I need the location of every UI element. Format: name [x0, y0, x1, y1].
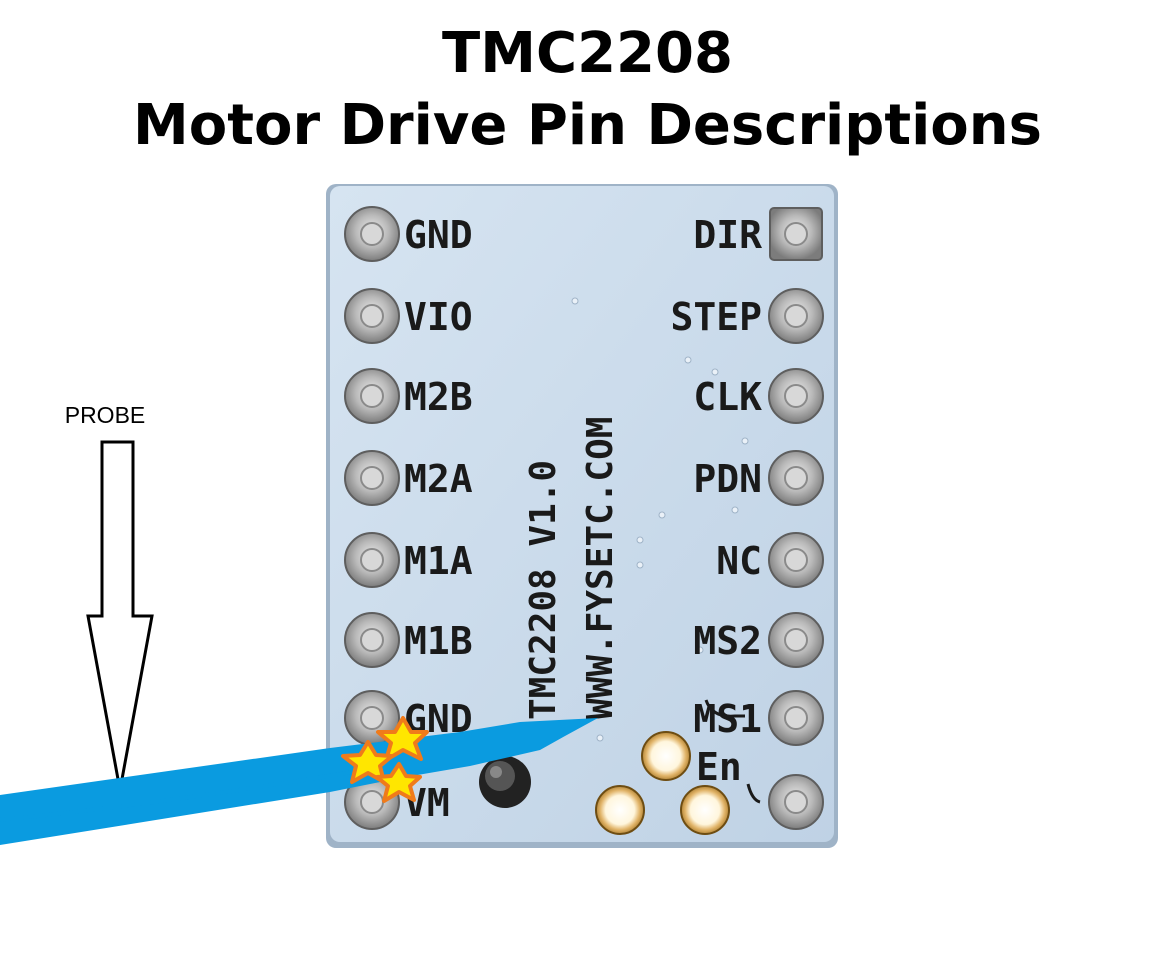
left-pin-hole-3	[360, 466, 384, 490]
right-pin-label-0: DIR	[693, 213, 762, 257]
right-pin-label-5: MS2	[693, 619, 762, 663]
title-line-2: Motor Drive Pin Descriptions	[133, 93, 1042, 158]
right-pin-label-3: PDN	[693, 457, 762, 501]
left-pin-hole-5	[360, 628, 384, 652]
jumper-pad-right	[680, 785, 730, 835]
spark-star-2	[341, 740, 394, 784]
left-pin-label-2: M2B	[404, 375, 473, 419]
jumper-pad-top	[641, 731, 691, 781]
probe-arrow	[86, 440, 154, 791]
right-pin-label-1: STEP	[670, 295, 762, 339]
right-pin-label-6: MS1	[693, 697, 762, 741]
left-pin-hole-6	[360, 706, 384, 730]
probe-label: PROBE	[64, 402, 146, 428]
silkscreen-url: WWW.FYSETC.COM	[580, 417, 621, 720]
right-pin-hole-3	[784, 466, 808, 490]
right-pin-hole-4	[784, 548, 808, 572]
board-silkscreen: TMC2208 V1.0 WWW.FYSETC.COM	[523, 417, 621, 720]
right-pin-hole-5	[784, 628, 808, 652]
black-component	[479, 756, 531, 808]
left-pin-label-5: M1B	[404, 619, 473, 663]
vias	[571, 297, 749, 742]
jumper-bracket-marks	[704, 699, 761, 804]
left-pin-label-4: M1A	[404, 539, 473, 583]
jumper-pad-left	[595, 785, 645, 835]
left-pin-hole-4	[360, 548, 384, 572]
jumper-label: En	[696, 745, 742, 789]
silkscreen-model: TMC2208 V1.0	[523, 460, 564, 720]
spark-star-1	[376, 716, 429, 762]
spark-icon	[341, 716, 429, 803]
left-pin-hole-2	[360, 384, 384, 408]
right-pin-hole-7	[784, 790, 808, 814]
right-pin-label-2: CLK	[693, 375, 762, 419]
spark-star-3	[375, 762, 422, 803]
left-pin-hole-1	[360, 304, 384, 328]
left-pin-hole-0	[360, 222, 384, 246]
right-pin-label-4: NC	[716, 539, 762, 583]
right-pin-hole-1	[784, 304, 808, 328]
title-line-1: TMC2208	[442, 21, 733, 86]
right-pin-hole-6	[784, 706, 808, 730]
left-pin-label-3: M2A	[404, 457, 473, 501]
right-pin-hole-2	[784, 384, 808, 408]
pcb-surface	[330, 186, 834, 842]
left-pin-hole-7	[360, 790, 384, 814]
driver-board	[326, 184, 838, 848]
left-pin-label-1: VIO	[404, 295, 473, 339]
left-pin-label-0: GND	[404, 213, 473, 257]
jumper-pads	[595, 731, 730, 835]
right-pin-hole-0	[784, 222, 808, 246]
